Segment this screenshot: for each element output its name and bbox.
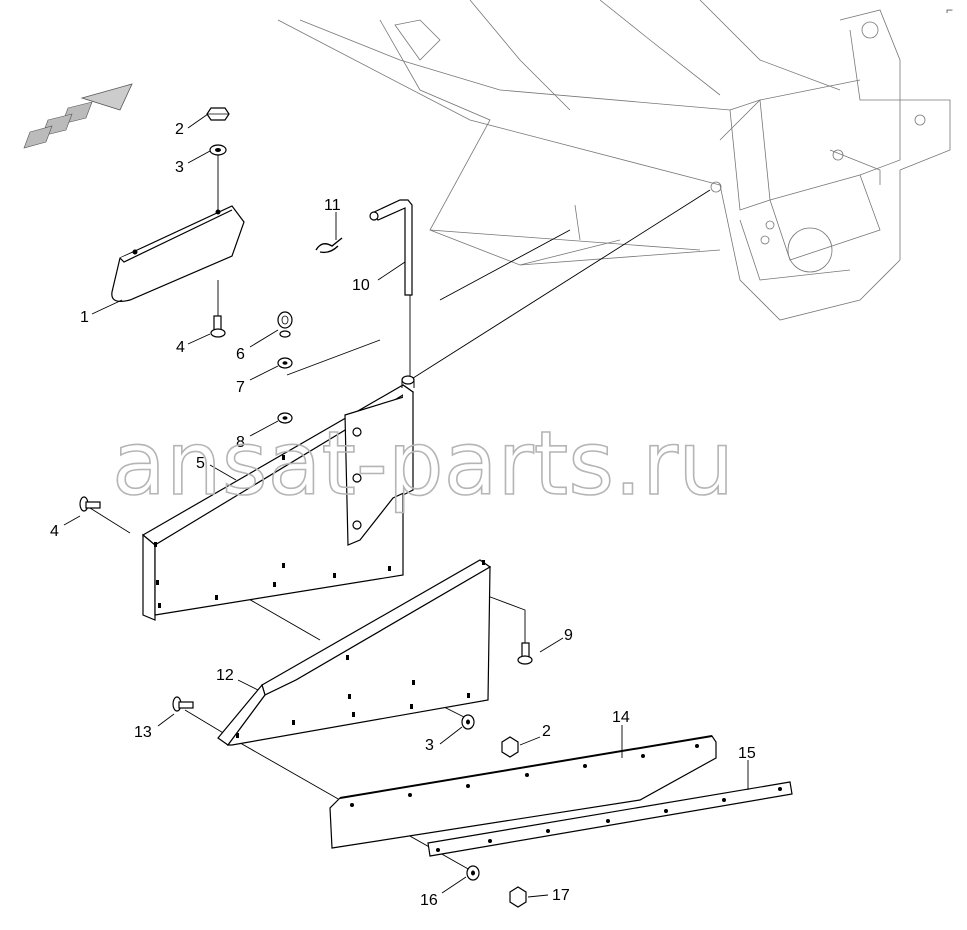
callout-3-lower: 3 xyxy=(425,737,434,754)
callout-8: 8 xyxy=(236,434,245,451)
callout-1: 1 xyxy=(80,309,89,326)
strip-part-15 xyxy=(427,781,793,857)
callout-3-top: 3 xyxy=(175,159,184,176)
washer-part-7 xyxy=(277,357,293,369)
watermark: ansat-parts.ru xyxy=(112,412,734,515)
washer-part-3-lower xyxy=(461,714,475,730)
eye-bolt-part-6 xyxy=(277,311,293,338)
washer-part-8 xyxy=(277,412,293,424)
corner-mark: ⌐ xyxy=(946,3,953,17)
callout-10: 10 xyxy=(352,277,370,294)
cover-plate-part-1 xyxy=(111,205,245,302)
flap-part-14 xyxy=(329,735,717,849)
callout-leaders xyxy=(63,113,749,898)
callout-16: 16 xyxy=(420,892,438,909)
callout-11: 11 xyxy=(324,197,341,214)
nut-part-2-lower xyxy=(501,736,519,758)
bolt-part-9 xyxy=(517,642,533,665)
callout-12: 12 xyxy=(216,667,234,684)
washer-part-16 xyxy=(466,865,480,881)
callout-14: 14 xyxy=(612,709,630,726)
bracket-plate-part-5 xyxy=(141,375,415,621)
clip-part-11 xyxy=(315,237,343,254)
nut-part-2-top xyxy=(206,107,230,121)
bolt-part-13 xyxy=(172,696,194,712)
nut-part-17 xyxy=(509,886,527,908)
callout-17: 17 xyxy=(552,887,570,904)
callout-2-top: 2 xyxy=(175,121,184,138)
washer-part-3-top xyxy=(209,144,227,156)
bracket-part-12 xyxy=(217,559,492,746)
callout-6: 6 xyxy=(236,346,245,363)
bolt-part-4-left xyxy=(79,496,101,512)
callout-labels: 1 2 3 4 6 7 8 5 4 11 10 9 12 13 3 2 14 1… xyxy=(50,121,756,909)
callout-4-upper: 4 xyxy=(176,339,185,356)
machine-frame xyxy=(277,0,951,321)
callout-2-lower: 2 xyxy=(542,723,551,740)
rod-part-10 xyxy=(369,199,413,296)
bolt-part-4-upper xyxy=(210,315,226,338)
callout-13: 13 xyxy=(134,724,152,741)
callout-7: 7 xyxy=(236,379,245,396)
callout-15: 15 xyxy=(738,745,756,762)
direction-arrow-icon xyxy=(23,83,133,149)
callout-4-left: 4 xyxy=(50,523,59,540)
callout-5: 5 xyxy=(196,455,205,472)
callout-9: 9 xyxy=(564,627,573,644)
